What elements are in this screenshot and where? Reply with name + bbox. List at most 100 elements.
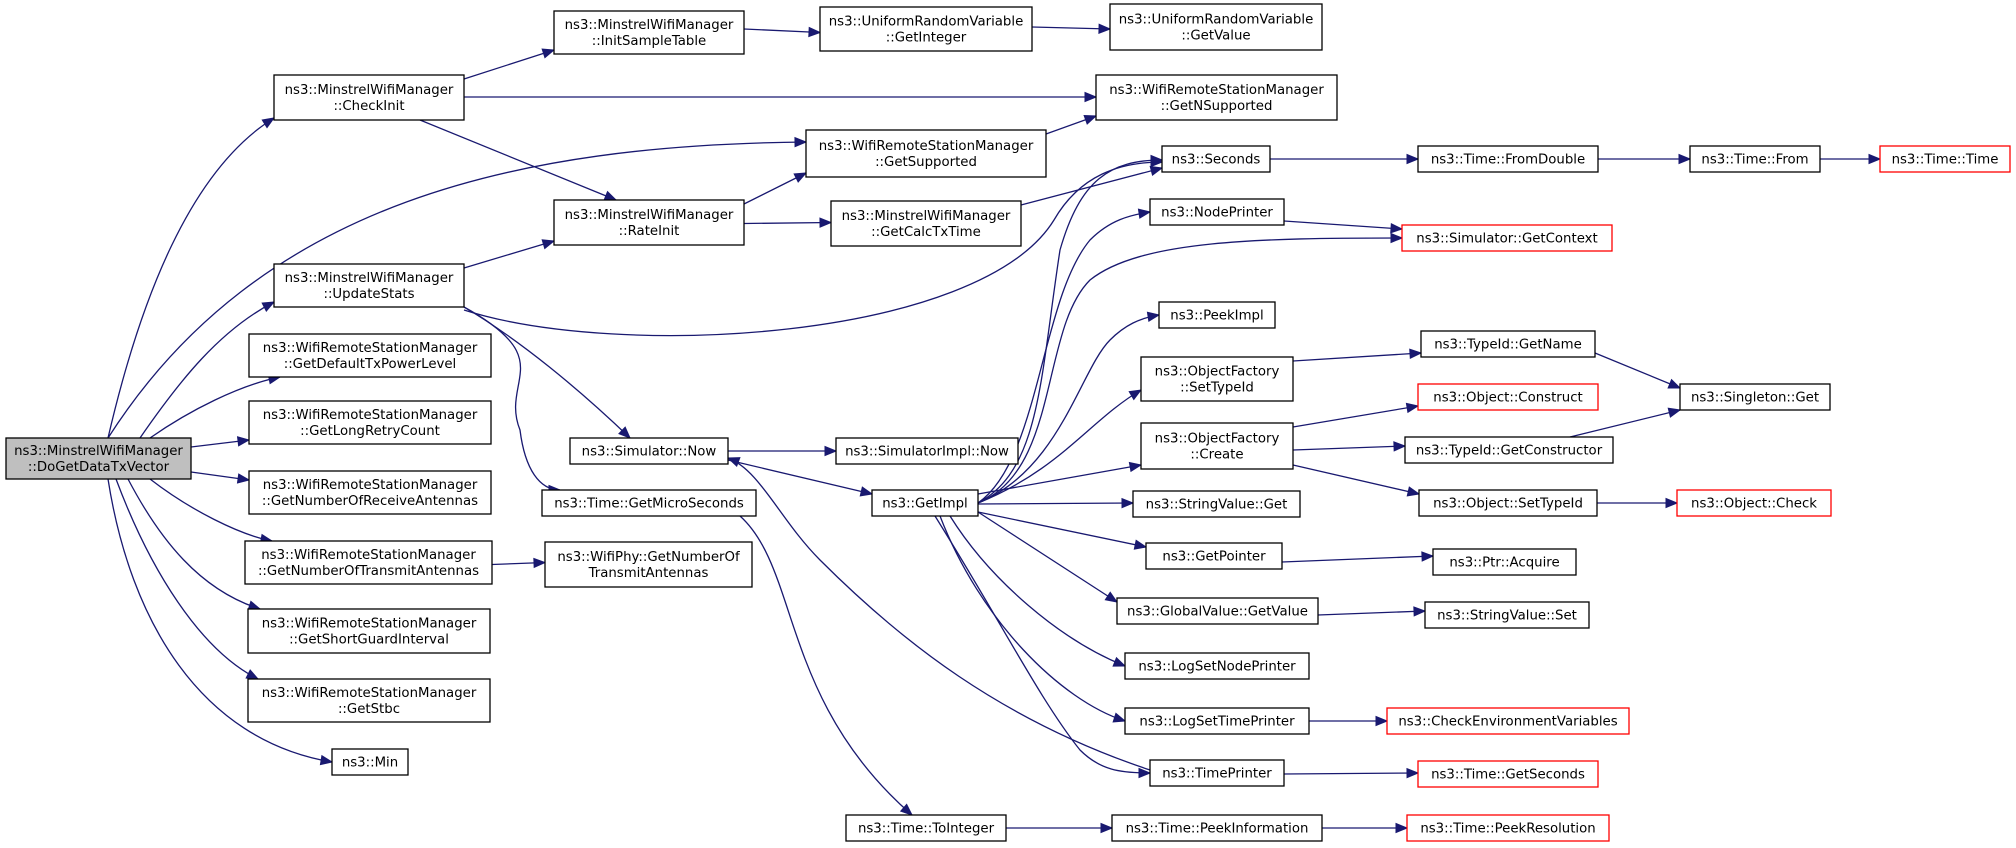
node-label: ns3::WifiRemoteStationManager [819, 139, 1034, 154]
node-check-environment-variables[interactable]: ns3::CheckEnvironmentVariables [1386, 707, 1630, 735]
node-box [1140, 356, 1294, 402]
node-label: ns3::TypeId::GetName [1434, 338, 1582, 353]
node-label: ::GetValue [1181, 29, 1250, 44]
node-label: ns3::Ptr::Acquire [1449, 556, 1559, 571]
node-type-id-get-name[interactable]: ns3::TypeId::GetName [1420, 330, 1596, 358]
node-box [1401, 224, 1613, 252]
node-uniform-get-value[interactable]: ns3::UniformRandomVariable::GetValue [1109, 3, 1323, 51]
node-label: ns3::Object::Construct [1433, 391, 1582, 406]
node-object-factory-create[interactable]: ns3::ObjectFactory::Create [1140, 422, 1294, 470]
node-label: ns3::Time::GetMicroSeconds [554, 497, 744, 512]
call-edge-simulator-now-to-get-impl [727, 459, 874, 497]
node-init-sample-table[interactable]: ns3::MinstrelWifiManager::InitSampleTabl… [553, 10, 745, 55]
node-label: ::Create [1190, 448, 1243, 463]
node-get-long-retry-count[interactable]: ns3::WifiRemoteStationManager::GetLongRe… [248, 400, 492, 445]
arrowhead-icon [1121, 497, 1135, 509]
node-ptr-acquire[interactable]: ns3::Ptr::Acquire [1432, 548, 1577, 576]
node-time-printer[interactable]: ns3::TimePrinter [1149, 759, 1285, 787]
node-get-micro-seconds[interactable]: ns3::Time::GetMicroSeconds [541, 489, 757, 517]
node-simulator-impl-now[interactable]: ns3::SimulatorImpl::Now [835, 437, 1019, 465]
node-box [1432, 548, 1577, 576]
node-label: ::GetNumberOfReceiveAntennas [262, 494, 478, 509]
node-node-printer[interactable]: ns3::NodePrinter [1149, 198, 1285, 226]
node-get-short-guard-interval[interactable]: ns3::WifiRemoteStationManager::GetShortG… [247, 608, 491, 654]
node-min[interactable]: ns3::Min [331, 748, 409, 776]
node-from-double[interactable]: ns3::Time::FromDouble [1417, 145, 1599, 173]
arrowhead-icon [1395, 822, 1409, 834]
node-object-check[interactable]: ns3::Object::Check [1676, 489, 1832, 517]
node-peek-information[interactable]: ns3::Time::PeekInformation [1111, 814, 1323, 842]
node-get-impl[interactable]: ns3::GetImpl [871, 489, 979, 517]
node-type-id-get-constructor[interactable]: ns3::TypeId::GetConstructor [1404, 436, 1614, 464]
node-get-pointer[interactable]: ns3::GetPointer [1145, 542, 1283, 570]
call-edge-line [743, 28, 821, 34]
node-box [1679, 383, 1831, 411]
call-edge-root-to-update-stats [139, 301, 276, 439]
node-get-number-of-receive-antennas[interactable]: ns3::WifiRemoteStationManager::GetNumber… [248, 470, 492, 515]
node-object-set-type-id[interactable]: ns3::Object::SetTypeId [1418, 489, 1598, 517]
node-label: ::GetNSupported [1161, 99, 1273, 114]
node-seconds[interactable]: ns3::Seconds [1161, 145, 1271, 173]
call-edge-time-printer-to-get-seconds [1283, 767, 1420, 779]
node-box [248, 333, 492, 378]
call-edge-time-from-to-time-time [1820, 153, 1882, 165]
call-edge-line [934, 515, 1151, 774]
arrowhead-icon [1406, 486, 1421, 497]
node-global-value-get-value[interactable]: ns3::GlobalValue::GetValue [1116, 597, 1319, 625]
node-peek-impl[interactable]: ns3::PeekImpl [1158, 301, 1276, 329]
node-time-from[interactable]: ns3::Time::From [1689, 145, 1821, 173]
node-object-construct[interactable]: ns3::Object::Construct [1417, 383, 1599, 411]
arrowhead-icon [1678, 153, 1692, 165]
node-log-set-node-printer[interactable]: ns3::LogSetNodePrinter [1124, 652, 1310, 680]
node-label: ns3::MinstrelWifiManager [842, 209, 1011, 224]
node-object-factory-set-type-id[interactable]: ns3::ObjectFactory::SetTypeId [1140, 356, 1294, 402]
node-get-n-supported[interactable]: ns3::WifiRemoteStationManager::GetNSuppo… [1095, 74, 1338, 121]
node-to-integer[interactable]: ns3::Time::ToInteger [845, 814, 1007, 842]
call-edge-line [727, 459, 873, 495]
node-box [845, 814, 1007, 842]
call-edge-line [977, 237, 1403, 504]
arrowhead-icon [1409, 348, 1423, 359]
node-label: ns3::Simulator::GetContext [1416, 232, 1597, 247]
node-label: ns3::WifiRemoteStationManager [263, 478, 478, 493]
node-singleton-get[interactable]: ns3::Singleton::Get [1679, 383, 1831, 411]
call-edge-root-to-get-stbc [115, 478, 260, 680]
node-get-default-tx-power-level[interactable]: ns3::WifiRemoteStationManager::GetDefaul… [248, 333, 492, 378]
node-label: ::GetShortGuardInterval [289, 633, 449, 648]
node-string-value-set[interactable]: ns3::StringValue::Set [1424, 601, 1590, 629]
node-label: ns3::WifiRemoteStationManager [262, 686, 477, 701]
node-get-supported[interactable]: ns3::WifiRemoteStationManager::GetSuppor… [805, 129, 1047, 178]
node-uniform-get-integer[interactable]: ns3::UniformRandomVariable::GetInteger [819, 6, 1033, 52]
node-log-set-time-printer[interactable]: ns3::LogSetTimePrinter [1124, 707, 1310, 735]
node-get-seconds[interactable]: ns3::Time::GetSeconds [1417, 760, 1599, 788]
node-update-stats[interactable]: ns3::MinstrelWifiManager::UpdateStats [273, 263, 465, 308]
arrowhead-icon [236, 473, 251, 484]
node-string-value-get[interactable]: ns3::StringValue::Get [1132, 490, 1301, 518]
node-simulator-now[interactable]: ns3::Simulator::Now [569, 437, 729, 465]
node-box [1406, 814, 1610, 842]
call-edge-get-pointer-to-ptr-acquire [1281, 551, 1435, 563]
node-box [1386, 707, 1630, 735]
node-time-time[interactable]: ns3::Time::Time [1879, 145, 2011, 173]
node-rate-init[interactable]: ns3::MinstrelWifiManager::RateInit [553, 199, 745, 246]
node-peek-resolution[interactable]: ns3::Time::PeekResolution [1406, 814, 1610, 842]
node-label: ::GetNumberOfTransmitAntennas [258, 564, 479, 579]
node-label: ns3::Time::Time [1892, 153, 1999, 168]
arrowhead-icon [1149, 165, 1164, 176]
node-get-number-of-transmit-antennas[interactable]: ns3::WifiRemoteStationManager::GetNumber… [244, 540, 493, 585]
node-phy-get-number-of-transmit-antennas[interactable]: ns3::WifiPhy::GetNumberOfTransmitAntenna… [544, 541, 753, 588]
arrowhead-icon [1100, 822, 1114, 834]
call-edge-uniform-get-integer-to-uniform-get-value [1031, 23, 1112, 34]
node-label: ns3::Object::SetTypeId [1433, 497, 1583, 512]
node-get-context[interactable]: ns3::Simulator::GetContext [1401, 224, 1613, 252]
node-get-calc-tx-time[interactable]: ns3::MinstrelWifiManager::GetCalcTxTime [830, 200, 1022, 247]
call-edge-root-to-min [107, 478, 334, 766]
call-edge-line [743, 172, 807, 205]
arrowhead-icon [819, 217, 833, 228]
node-label: ns3::WifiPhy::GetNumberOf [557, 550, 740, 565]
node-get-stbc[interactable]: ns3::WifiRemoteStationManager::GetStbc [247, 678, 491, 723]
call-edge-line [1292, 405, 1419, 428]
node-check-init[interactable]: ns3::MinstrelWifiManager::CheckInit [273, 74, 465, 121]
node-label: ns3::LogSetNodePrinter [1138, 660, 1296, 675]
call-edge-line [977, 511, 1118, 603]
